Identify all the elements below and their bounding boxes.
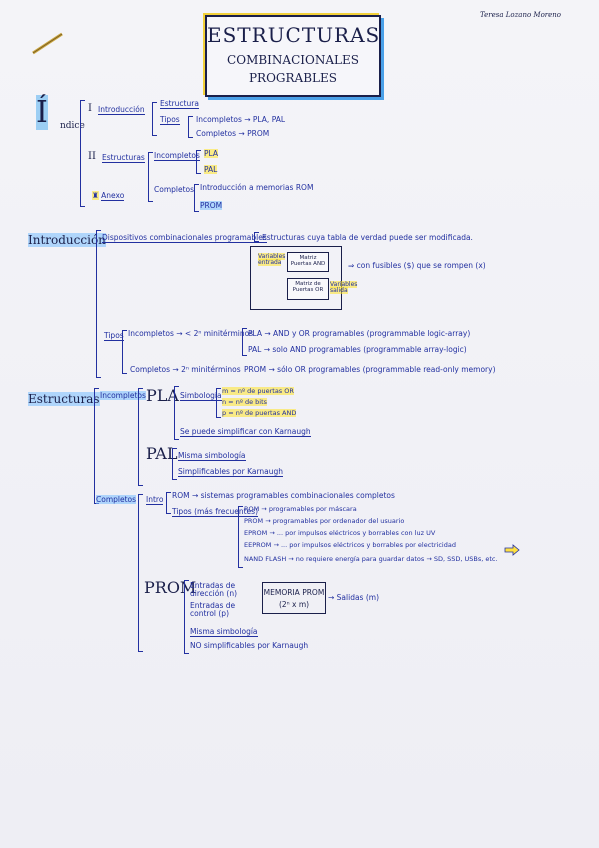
estr-intro: Intro bbox=[146, 495, 164, 505]
intro-estructuras-def: Estructuras cuya tabla de verdad puede s… bbox=[262, 233, 473, 242]
estr-t-eeprom: EEPROM → ... por impulsos eléctricos y b… bbox=[244, 541, 456, 549]
indice-prom: PROM bbox=[200, 201, 223, 210]
intro-fusibles: ⇒ con fusibles ($) que se rompen (x) bbox=[348, 261, 486, 270]
indice-estr-bracket bbox=[148, 152, 153, 202]
intro-pal-desc: PAL → solo AND programables (programmabl… bbox=[248, 345, 467, 354]
title-line3: PROGRABLES bbox=[248, 71, 337, 85]
estr-prom-bracket bbox=[184, 580, 189, 654]
estr-n-desc: n = nº de bits bbox=[222, 398, 268, 406]
estr-simplificables: Simplificables por Karnaugh bbox=[178, 467, 284, 477]
intro-incompletos: Incompletos → < 2ⁿ minitérminos bbox=[128, 329, 254, 338]
estr-pla-bracket bbox=[174, 386, 179, 440]
indice-intro-bracket bbox=[152, 102, 157, 136]
indice-completos2: Completos bbox=[154, 185, 195, 194]
estr-pal-title: PAL bbox=[146, 444, 178, 463]
indice-comp-bracket bbox=[194, 184, 199, 212]
estr-prom-title: PROM bbox=[144, 578, 197, 597]
indice-tipos-bracket bbox=[188, 116, 193, 138]
indice-I: I bbox=[88, 103, 92, 114]
title-line2: COMBINACIONALES bbox=[227, 53, 359, 67]
estr-simplificar: Se puede simplificar con Karnaugh bbox=[180, 427, 311, 437]
diag-and-matrix: Matriz Puertas AND bbox=[287, 252, 329, 272]
estr-simbologia: Simbología bbox=[180, 391, 222, 401]
intro-tipos-bracket bbox=[122, 330, 127, 374]
intro-bracket bbox=[96, 230, 101, 378]
indice-estructuras: Estructuras bbox=[102, 153, 145, 163]
estr-pla-title: PLA bbox=[146, 386, 179, 405]
estr-p-desc: p = nº de puertas AND bbox=[222, 409, 297, 417]
estr-simb-bracket bbox=[216, 388, 221, 418]
estr-pal-bracket bbox=[172, 448, 177, 480]
estr-t-nand: NAND FLASH → no requiere energía para gu… bbox=[244, 555, 498, 563]
estr-t-rom: ROM → programables por máscara bbox=[244, 505, 357, 513]
intro-tipos: Tipos bbox=[104, 331, 124, 341]
pla-block-diagram bbox=[250, 246, 342, 310]
estr-no-simpl: NO simplificables por Karnaugh bbox=[190, 641, 309, 650]
indice-label: ndice bbox=[60, 121, 85, 131]
estr-tipos: Tipos (más frecuentes) bbox=[172, 507, 259, 517]
diag-var-entrada: Variables entrada bbox=[258, 253, 286, 266]
indice-pal: PAL bbox=[204, 165, 218, 174]
title-line1: ESTRUCTURAS bbox=[207, 23, 381, 47]
arrow-highlight-icon bbox=[504, 544, 520, 556]
estr-incompletos: Incompletos bbox=[100, 391, 146, 400]
indice-initial: Í bbox=[36, 95, 48, 130]
intro-def-bracket bbox=[254, 232, 259, 242]
estr-intro-bracket bbox=[166, 492, 171, 514]
estr-incomp-bracket bbox=[138, 388, 143, 486]
estr-entradas-ctrl: Entradas de control (p) bbox=[190, 601, 236, 618]
intro-completos: Completos → 2ⁿ minitérminos bbox=[130, 365, 241, 374]
estr-completos: Completos bbox=[96, 495, 137, 504]
indice-estructura: Estructura bbox=[160, 99, 199, 109]
estr-bracket bbox=[94, 388, 99, 504]
estr-m-desc: m = nº de puertas OR bbox=[222, 387, 294, 395]
estr-misma-prom: Misma simbología bbox=[190, 627, 258, 637]
estr-comp-bracket bbox=[138, 494, 143, 652]
intro-section-title: Introducción bbox=[28, 233, 106, 247]
title-box: ESTRUCTURAS COMBINACIONALES PROGRABLES bbox=[205, 15, 381, 97]
estr-misma-pal: Misma simbología bbox=[178, 451, 246, 461]
indice-incomp-bracket bbox=[196, 150, 201, 174]
indice-anexo: ♜ Anexo bbox=[92, 191, 125, 201]
indice-intro-rom: Introducción a memorias ROM bbox=[200, 183, 314, 192]
indice-bracket bbox=[80, 100, 85, 207]
estr-t-prom: PROM → programables por ordenador del us… bbox=[244, 517, 405, 525]
pencil-icon bbox=[32, 32, 63, 55]
indice-incompletos2: Incompletos bbox=[154, 151, 200, 161]
memoria-prom-box: MEMORIA PROM (2ⁿ x m) bbox=[262, 582, 326, 614]
estr-tipos-bracket bbox=[238, 506, 243, 568]
estructuras-section-title: Estructuras bbox=[28, 392, 100, 406]
indice-pla: PLA bbox=[204, 149, 219, 158]
indice-incompletos: Incompletos → PLA, PAL bbox=[196, 115, 286, 124]
diag-or-matrix: Matriz de Puertas OR bbox=[287, 278, 329, 300]
estr-rom: ROM → sistemas programables combinaciona… bbox=[172, 491, 395, 500]
intro-pla-desc: PLA → AND y OR programables (programmabl… bbox=[248, 329, 471, 338]
indice-II: II bbox=[88, 151, 96, 162]
author-name: Teresa Lozano Moreno bbox=[480, 11, 562, 19]
diag-var-salida: Variables salida bbox=[330, 281, 358, 294]
estr-t-eprom: EPROM → ... por impulsos eléctricos y bo… bbox=[244, 529, 436, 537]
estr-salidas: → Salidas (m) bbox=[328, 593, 379, 602]
intro-prom-desc: PROM → sólo OR programables (programmabl… bbox=[244, 365, 496, 374]
indice-tipos: Tipos bbox=[160, 115, 180, 125]
intro-incomp-bracket bbox=[242, 328, 247, 356]
indice-introduccion: Introducción bbox=[98, 105, 145, 115]
indice-completos: Completos → PROM bbox=[196, 129, 270, 138]
estr-entradas-dir: Entradas de dirección (n) bbox=[190, 581, 238, 598]
intro-dispositivos: Dispositivos combinacionales programable… bbox=[102, 233, 267, 243]
